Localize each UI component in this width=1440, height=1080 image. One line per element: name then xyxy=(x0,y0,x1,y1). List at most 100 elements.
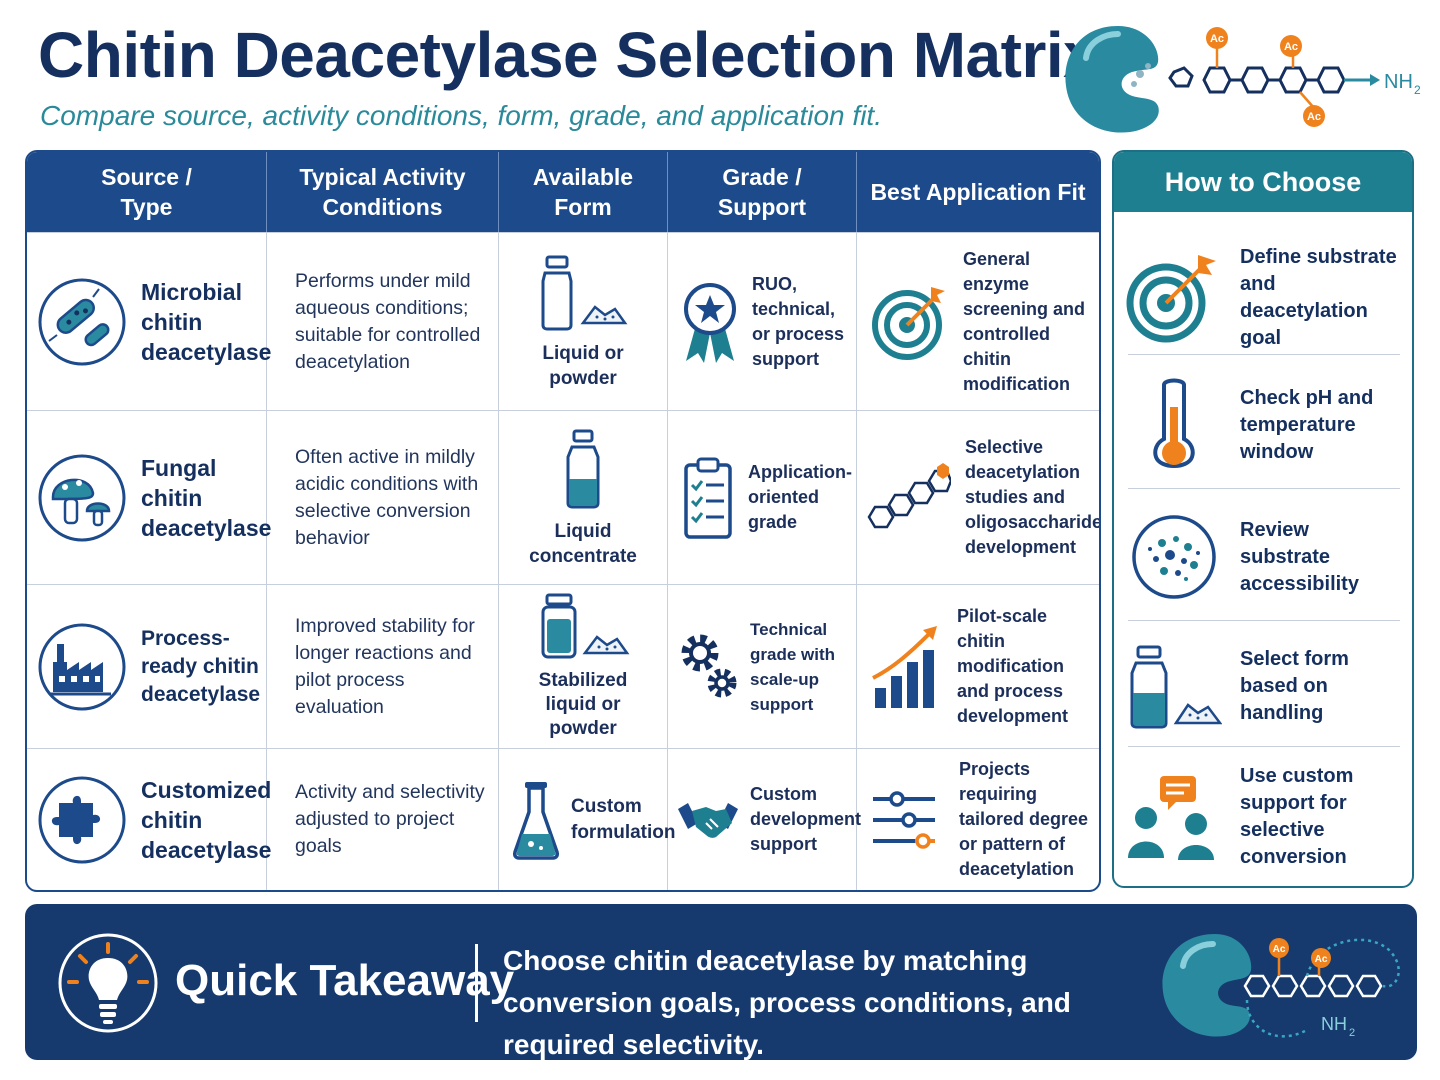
column-header-source: Source / Type xyxy=(27,152,267,232)
matrix-header-row: Source / Type Typical Activity Condition… xyxy=(27,152,1099,232)
hero-nh-label: NH xyxy=(1384,71,1413,93)
hero-nh-subscript: 2 xyxy=(1414,83,1421,97)
hero-ac-label: Ac xyxy=(1273,944,1286,955)
divider xyxy=(475,944,478,1022)
hero-ac-label: Ac xyxy=(1307,111,1321,123)
conditions-text: Performs under mild aqueous conditions; … xyxy=(295,269,481,373)
divider xyxy=(1128,354,1400,355)
page-subtitle: Compare source, activity conditions, for… xyxy=(40,100,882,131)
bacteria-icon xyxy=(38,278,126,365)
source-cell: Microbial chitin deacetylase xyxy=(27,233,272,410)
bottle-icon xyxy=(566,429,600,508)
application-text: Selective deacetylation studies and olig… xyxy=(965,437,1101,557)
jar-and-powder-icon xyxy=(541,593,630,658)
form-cell: Liquid or powder xyxy=(499,233,668,410)
list-item: Use custom support for selective convers… xyxy=(1126,752,1402,882)
source-name: Process-ready chitin deacetylase xyxy=(141,626,261,706)
application-cell: Projects requiring tailored degree or pa… xyxy=(857,749,1099,890)
list-item: Select form based on handling xyxy=(1126,626,1402,746)
takeaway-title: Quick Takeaway xyxy=(175,956,515,1005)
people-chat-icon xyxy=(1128,776,1214,860)
grade-cell: Technical grade with scale-up support xyxy=(668,585,857,748)
bottle-and-powder-icon xyxy=(1130,645,1222,729)
source-name: Microbial chitin deacetylase xyxy=(141,278,272,365)
column-header-application: Best Application Fit xyxy=(870,179,1086,205)
grade-text: Custom development support xyxy=(750,784,862,854)
award-ribbon-icon xyxy=(684,282,736,363)
form-label: Liquid or powder xyxy=(542,342,624,389)
page-title: Chitin Deacetylase Selection Matrix xyxy=(38,19,1099,91)
hexagon-chain-icon xyxy=(867,462,951,528)
enzyme-molecule-illustration: Ac Ac Ac NH 2 xyxy=(1065,26,1421,133)
enzyme-molecule-illustration: Ac Ac NH 2 xyxy=(1162,934,1400,1039)
hero-ac-label: Ac xyxy=(1315,954,1328,965)
grade-text: Application-oriented grade xyxy=(748,462,852,532)
table-row: Fungal chitin deacetylase Often active i… xyxy=(27,410,1099,584)
lightbulb-icon xyxy=(58,933,158,1033)
list-item: Review substrate accessibility xyxy=(1126,494,1402,620)
application-text: General enzyme screening and controlled … xyxy=(963,248,1086,394)
conditions-text: Improved stability for longer reactions … xyxy=(295,614,475,718)
table-row: Customized chitin deacetylase Activity a… xyxy=(27,748,1099,890)
form-cell: Liquid concentrate xyxy=(499,411,668,584)
takeaway-text: Choose chitin deacetylase by matching co… xyxy=(503,945,1071,1060)
conditions-text: Activity and selectivity adjusted to pro… xyxy=(295,781,485,857)
hero-nh-subscript: 2 xyxy=(1349,1027,1355,1039)
divider xyxy=(1128,746,1400,747)
hero-ac-label: Ac xyxy=(1284,41,1298,53)
application-text: Pilot-scale chitin modification and proc… xyxy=(957,606,1069,726)
conditions-text: Often active in mildly acidic conditions… xyxy=(295,445,479,549)
form-label: Stabilized liquid or powder xyxy=(538,669,628,739)
mushroom-icon xyxy=(38,454,126,541)
puzzle-icon xyxy=(38,776,126,863)
grade-text: Technical grade with scale-up support xyxy=(750,619,836,714)
application-cell: Selective deacetylation studies and olig… xyxy=(857,411,1099,584)
thermometer-icon xyxy=(1153,378,1195,468)
divider xyxy=(1128,488,1400,489)
bottle-and-powder-icon xyxy=(541,255,628,330)
source-cell: Customized chitin deacetylase xyxy=(27,749,272,890)
source-name: Customized chitin deacetylase xyxy=(141,776,272,863)
growth-chart-icon xyxy=(872,625,937,708)
source-cell: Process-ready chitin deacetylase xyxy=(27,585,267,748)
list-item: Define substrate and deacetylation goal xyxy=(1126,238,1402,358)
grade-cell: Custom development support xyxy=(668,749,862,890)
step-text: Define substrate and deacetylation goal xyxy=(1240,246,1397,349)
step-text: Select form based on handling xyxy=(1240,647,1349,724)
flask-icon xyxy=(513,781,559,860)
conditions-cell: Improved stability for longer reactions … xyxy=(267,585,499,748)
application-cell: Pilot-scale chitin modification and proc… xyxy=(857,585,1099,748)
target-icon xyxy=(872,286,945,360)
conditions-cell: Often active in mildly acidic conditions… xyxy=(267,411,499,584)
step-text: Check pH and temperature window xyxy=(1240,386,1374,463)
source-name: Fungal chitin deacetylase xyxy=(141,454,272,541)
grade-text: RUO, technical, or process support xyxy=(752,273,845,369)
form-cell: Stabilized liquid or powder xyxy=(499,585,668,748)
column-header-grade: Grade / Support xyxy=(668,152,857,232)
application-text: Projects requiring tailored degree or pa… xyxy=(959,759,1089,879)
target-icon xyxy=(1126,255,1216,343)
column-header-conditions: Typical Activity Conditions xyxy=(267,152,499,232)
grade-cell: Application-oriented grade xyxy=(668,411,857,584)
list-item: Check pH and temperature window xyxy=(1126,362,1402,488)
sliders-icon xyxy=(873,790,935,849)
gears-icon xyxy=(681,634,737,697)
factory-icon xyxy=(38,623,126,710)
hero-nh-label: NH xyxy=(1321,1014,1347,1034)
quick-takeaway-banner: Quick Takeaway Choose chitin deacetylase… xyxy=(25,904,1417,1060)
handshake-icon xyxy=(678,802,738,838)
selection-matrix-table: Source / Type Typical Activity Condition… xyxy=(25,150,1101,892)
column-header-form: Available Form xyxy=(499,152,668,232)
hero-ac-label: Ac xyxy=(1210,33,1224,45)
conditions-cell: Performs under mild aqueous conditions; … xyxy=(267,233,499,410)
application-cell: General enzyme screening and controlled … xyxy=(857,233,1099,410)
form-label: Liquid concentrate xyxy=(529,520,637,567)
table-row: Process-ready chitin deacetylase Improve… xyxy=(27,584,1099,748)
form-label: Custom formulation xyxy=(571,795,676,843)
divider xyxy=(1128,620,1400,621)
clipboard-checklist-icon xyxy=(684,457,732,539)
grade-cell: RUO, technical, or process support xyxy=(668,233,857,410)
table-row: Microbial chitin deacetylase Performs un… xyxy=(27,232,1099,410)
conditions-cell: Activity and selectivity adjusted to pro… xyxy=(267,749,499,890)
step-text: Review substrate accessibility xyxy=(1240,518,1359,595)
